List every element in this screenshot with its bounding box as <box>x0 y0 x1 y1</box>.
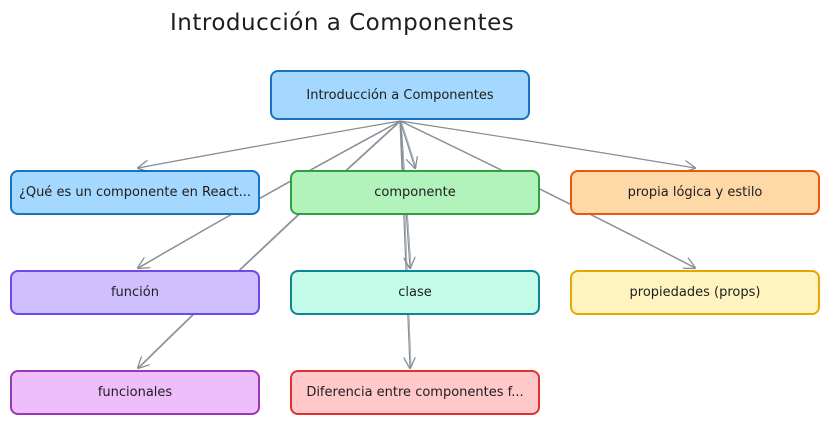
edge-root-to-funcion <box>138 120 401 268</box>
edge-root-to-componente <box>400 120 417 169</box>
node-funcion[interactable]: función <box>10 270 260 315</box>
node-diferencia[interactable]: Diferencia entre componentes f... <box>290 370 540 415</box>
edge-root-to-propiedades <box>399 120 695 268</box>
node-root[interactable]: Introducción a Componentes <box>270 70 530 120</box>
node-propiedades[interactable]: propiedades (props) <box>570 270 820 315</box>
edge-root-to-que-es <box>139 120 402 169</box>
edge-root-to-propia-logica <box>399 120 695 168</box>
edge-root-to-propia-logica <box>401 120 697 169</box>
node-clase[interactable]: clase <box>290 270 540 315</box>
node-funcionales[interactable]: funcionales <box>10 370 260 415</box>
edge-root-to-funcion <box>139 120 402 269</box>
edge-root-to-diferencia <box>400 120 412 369</box>
edge-root-to-diferencia <box>399 120 410 368</box>
edge-root-to-propiedades <box>401 120 697 269</box>
diagram-title: Introducción a Componentes <box>170 10 515 36</box>
edge-root-to-funcionales <box>138 120 402 369</box>
edge-root-to-funcionales <box>138 120 401 368</box>
node-propia-logica[interactable]: propia lógica y estilo <box>570 170 820 215</box>
node-que-es[interactable]: ¿Qué es un componente en React... <box>10 170 260 215</box>
node-componente[interactable]: componente <box>290 170 540 215</box>
